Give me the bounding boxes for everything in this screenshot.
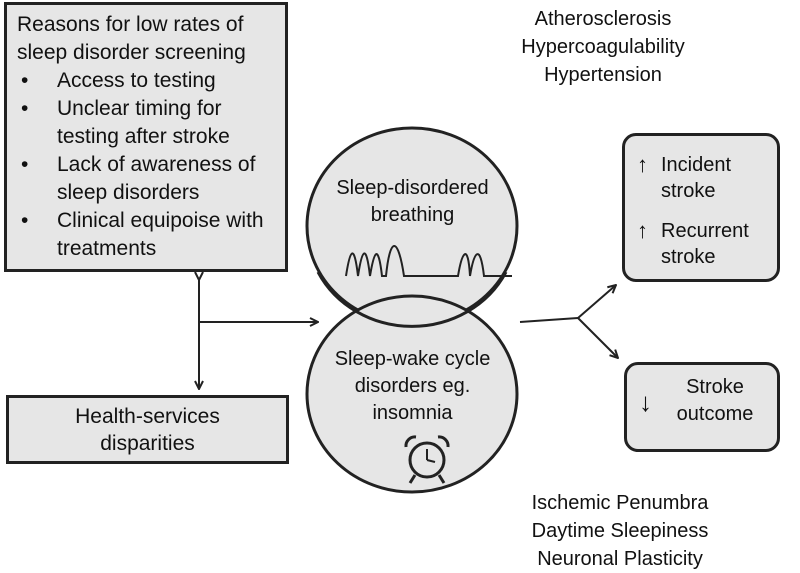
top-factor: Atherosclerosis xyxy=(534,8,672,30)
bottom-factor: Ischemic Penumbra xyxy=(531,492,709,514)
connector-to-incident xyxy=(577,285,616,319)
incident-label: Incident stroke xyxy=(661,154,732,202)
up-arrow-icon: ↑ xyxy=(637,152,648,177)
lower-circle xyxy=(305,294,519,494)
bottom-factor: Daytime Sleepiness xyxy=(531,520,709,542)
reasons-list: Access to testing Unclear timing for tes… xyxy=(17,67,277,263)
reasons-item: Access to testing xyxy=(17,67,277,95)
reasons-box: Reasons for low rates of sleep disorder … xyxy=(4,2,288,272)
connector-to-outcome xyxy=(577,317,618,358)
reasons-item: Lack of awareness of sleep disorders xyxy=(17,151,277,207)
down-arrow-icon: ↓ xyxy=(639,387,652,417)
incident-box: ↑ Incident stroke ↑ Recurrent stroke xyxy=(622,133,780,282)
bottom-factors: Ischemic Penumbra Daytime Sleepiness Neu… xyxy=(500,489,740,573)
health-services-label: Health-services disparities xyxy=(75,404,220,455)
top-factor: Hypertension xyxy=(544,64,662,86)
top-factor: Hypercoagulability xyxy=(521,36,685,58)
incident-item: ↑ Recurrent stroke xyxy=(637,218,749,268)
outcome-label: Stroke outcome xyxy=(676,376,754,425)
upper-circle-lower-edge xyxy=(316,271,508,328)
outcome-box: ↓ Stroke outcome xyxy=(624,362,780,452)
up-arrow-icon: ↑ xyxy=(637,218,648,243)
reasons-title: Reasons for low rates of sleep disorder … xyxy=(17,13,246,64)
top-factors: Atherosclerosis Hypercoagulability Hyper… xyxy=(488,5,718,89)
breathing-waveform-icon xyxy=(345,245,512,277)
connector-output xyxy=(519,317,579,323)
incident-label: Recurrent stroke xyxy=(661,220,749,268)
bottom-factor: Neuronal Plasticity xyxy=(537,548,703,570)
upper-circle-label: Sleep-disordered breathing xyxy=(336,177,489,226)
health-services-box: Health-services disparities xyxy=(6,395,289,464)
reasons-item: Unclear timing for testing after stroke xyxy=(17,95,277,151)
incident-item: ↑ Incident stroke xyxy=(637,152,731,202)
alarm-clock-icon xyxy=(404,435,450,484)
reasons-item: Clinical equipoise with treatments xyxy=(17,207,277,263)
lower-circle-label: Sleep-wake cycle disorders eg. insomnia xyxy=(334,348,491,424)
